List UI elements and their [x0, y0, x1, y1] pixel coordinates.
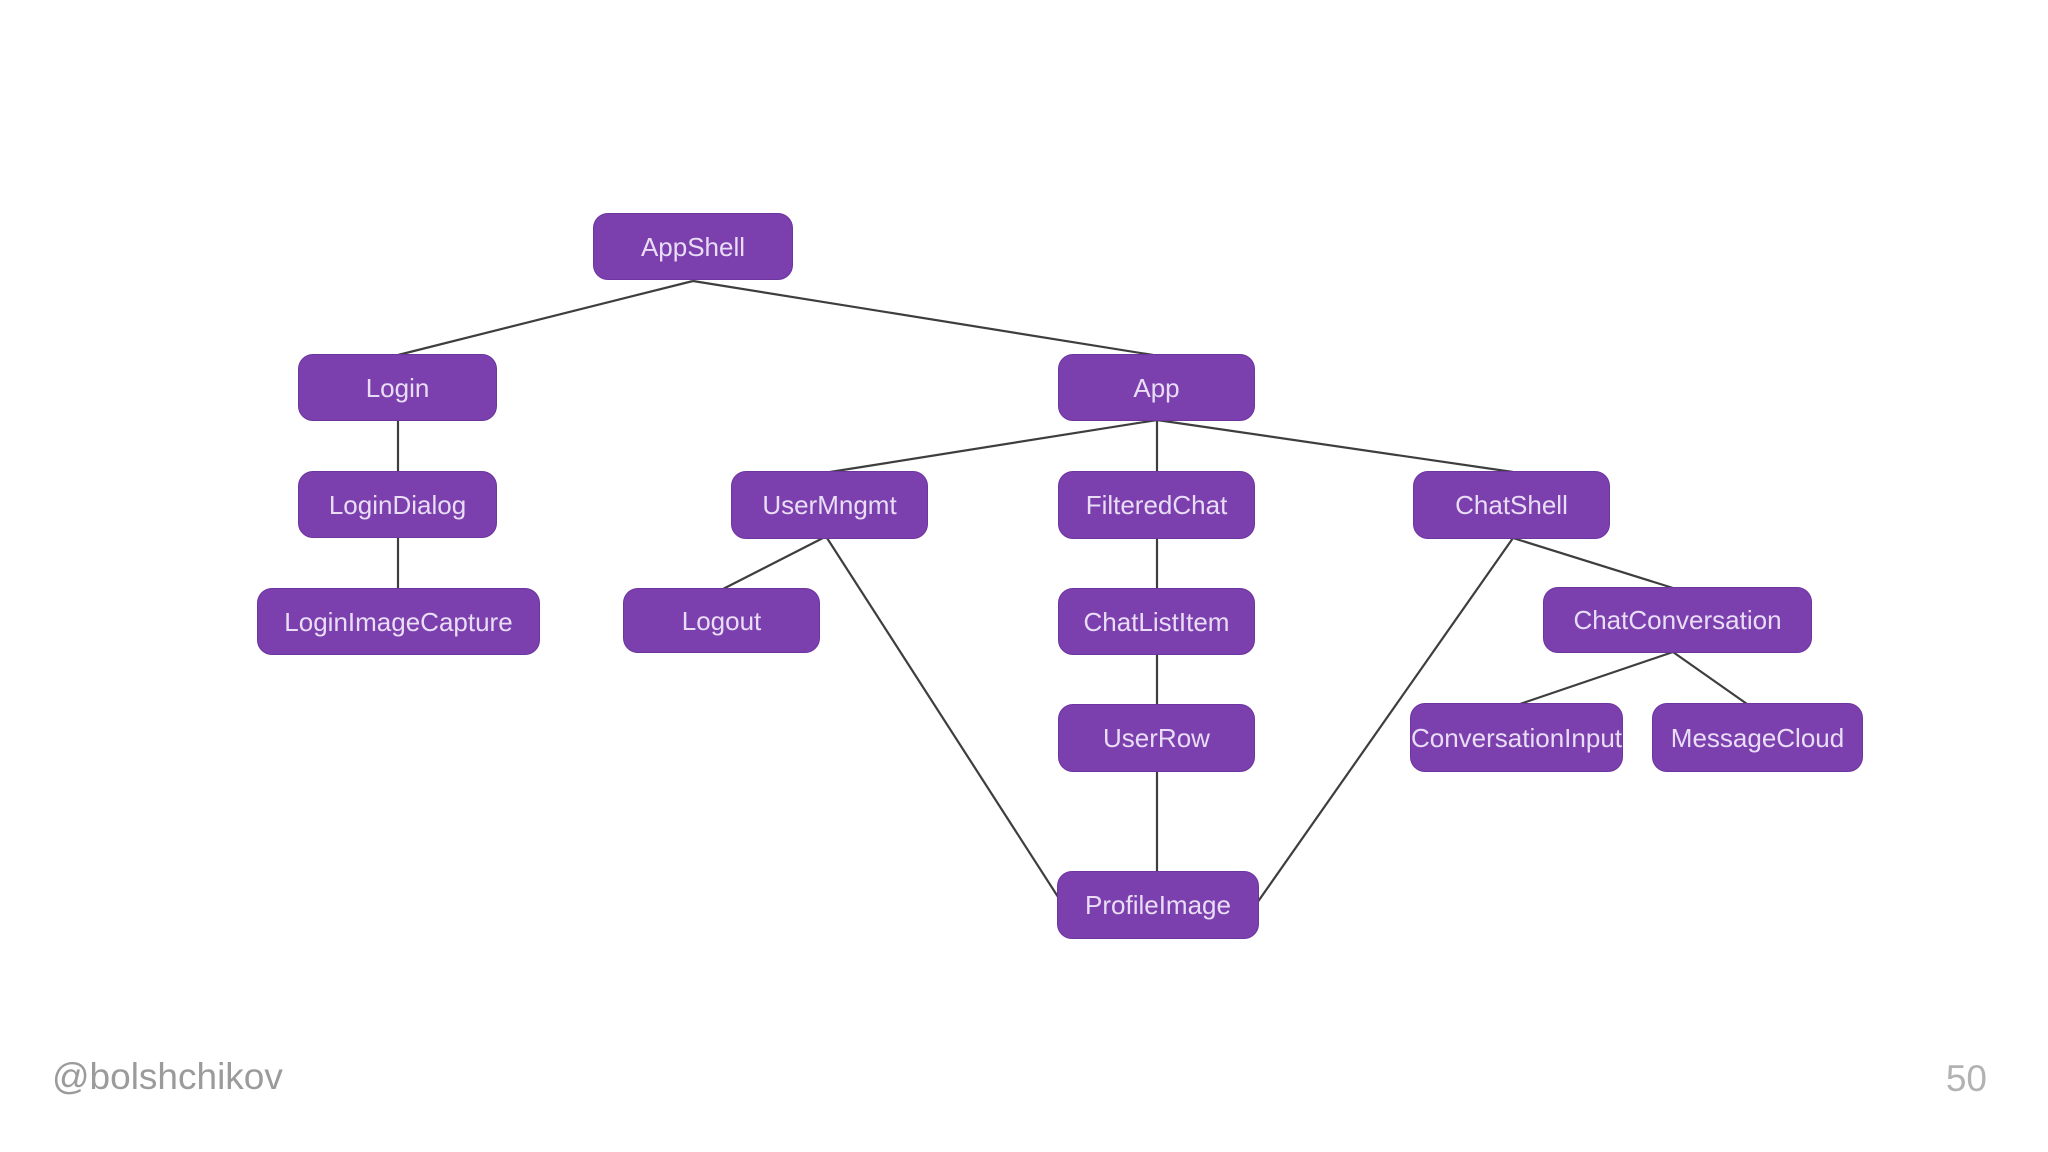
node-AppShell: AppShell [593, 213, 793, 280]
node-Logout: Logout [623, 588, 820, 653]
page-number: 50 [1945, 1058, 1987, 1099]
edge-App-ChatShell [1156, 418, 1514, 474]
node-UserRow: UserRow [1058, 704, 1255, 772]
edge-ChatConversation-MessageCloud [1672, 651, 1748, 705]
node-App: App [1058, 354, 1255, 421]
node-ProfileImage: ProfileImage [1057, 871, 1259, 939]
node-LoginDialog: LoginDialog [298, 471, 497, 538]
node-ChatShell: ChatShell [1413, 471, 1610, 539]
edge-AppShell-Login [397, 279, 694, 357]
node-LoginImageCapture: LoginImageCapture [257, 588, 540, 655]
node-ChatConversation: ChatConversation [1543, 587, 1812, 653]
edge-UserMngmt-ProfileImage [826, 537, 1061, 901]
edge-ChatShell-ChatConversation [1512, 536, 1674, 590]
edge-AppShell-App [692, 279, 1154, 357]
node-MessageCloud: MessageCloud [1652, 703, 1863, 772]
node-UserMngmt: UserMngmt [731, 471, 928, 539]
edge-App-UserMngmt [829, 418, 1158, 474]
node-ChatListItem: ChatListItem [1058, 588, 1255, 655]
node-ConversationInput: ConversationInput [1410, 703, 1623, 772]
edge-UserMngmt-Logout [722, 537, 824, 590]
edge-ChatConversation-ConversationInput [1519, 650, 1674, 706]
edge-ChatShell-ProfileImage [1256, 537, 1514, 904]
author-handle: @bolshchikov [52, 1056, 283, 1097]
node-FilteredChat: FilteredChat [1058, 471, 1255, 539]
node-Login: Login [298, 354, 497, 421]
